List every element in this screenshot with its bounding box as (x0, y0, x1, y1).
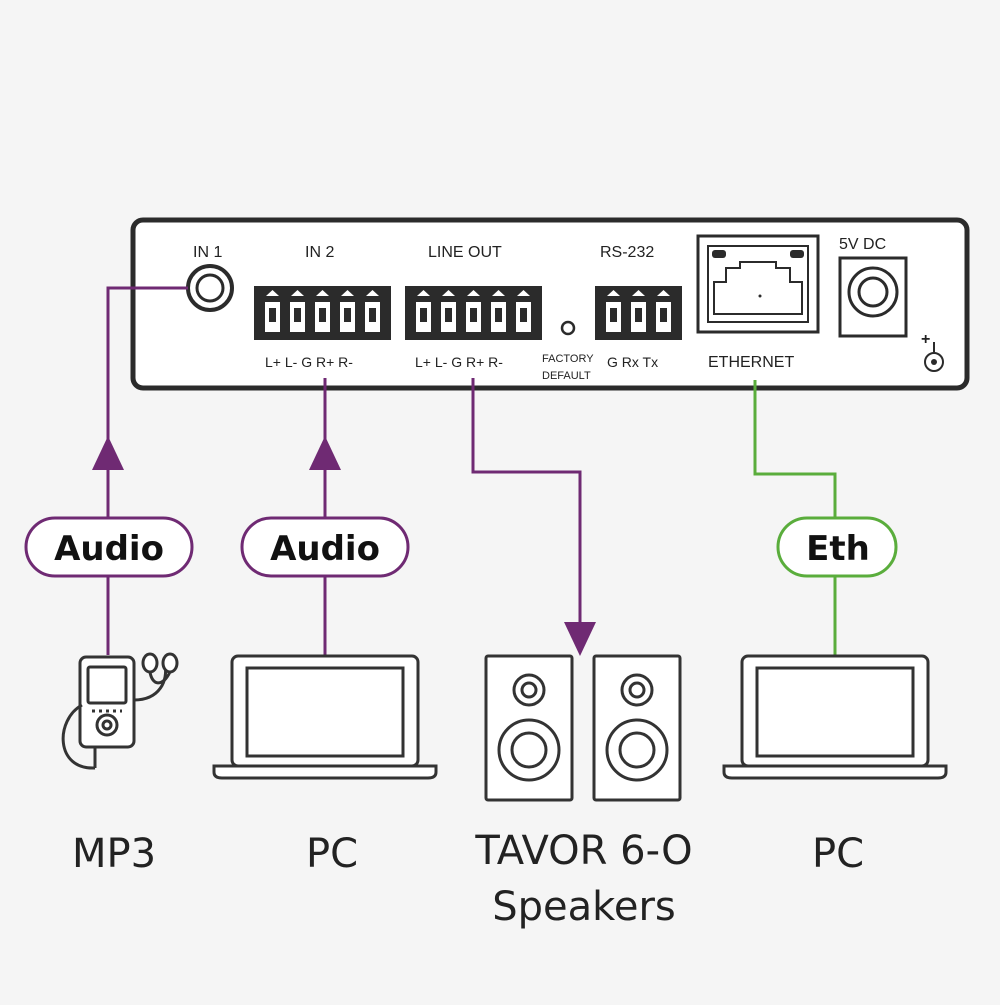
in2-label: IN 2 (305, 244, 334, 261)
speaker-left-icon (484, 654, 574, 802)
rear-panel: IN 1 IN 2 L+ L- G R+ R- LINE OUT L+ L- G… (130, 217, 970, 391)
audio-line-speakers (471, 378, 596, 656)
speakers-label-line2: Speakers (492, 884, 676, 930)
mp3-player-icon (61, 652, 179, 770)
factory-default-label-1: FACTORY (542, 353, 594, 365)
ethernet-label: ETHERNET (708, 354, 794, 371)
laptop-audio-icon (212, 654, 438, 780)
line-out-terminal-block (405, 286, 542, 340)
speaker-right-icon (592, 654, 682, 802)
audio-pill-pc: Audio (240, 516, 410, 578)
arrow-up-icon (309, 436, 341, 470)
pc-eth-label: PC (812, 831, 864, 877)
polarity-symbol-icon (924, 342, 944, 372)
rs232-pin-labels: G Rx Tx (607, 354, 658, 370)
rs232-label: RS-232 (600, 244, 654, 261)
factory-default-label-2: DEFAULT (542, 370, 591, 382)
line-out-pin-labels: L+ L- G R+ R- (415, 354, 503, 370)
svg-text:Audio: Audio (270, 529, 380, 569)
in2-terminal-block (254, 286, 391, 340)
eth-pill: Eth (776, 516, 898, 578)
in1-label: IN 1 (193, 244, 222, 261)
arrow-up-icon (92, 436, 124, 470)
in2-pin-labels: L+ L- G R+ R- (265, 354, 353, 370)
ethernet-port (696, 234, 820, 334)
audio-pill-mp3: Audio (24, 516, 194, 578)
power-jack (838, 256, 908, 338)
speakers-label-line1: TAVOR 6-O (474, 828, 692, 874)
svg-text:Audio: Audio (54, 529, 164, 569)
mp3-label: MP3 (72, 831, 156, 877)
polarity-plus: + (921, 331, 930, 348)
factory-default-button[interactable] (560, 320, 576, 336)
svg-text:Eth: Eth (806, 529, 870, 569)
power-label: 5V DC (839, 236, 886, 253)
line-out-label: LINE OUT (428, 244, 502, 261)
arrow-down-icon (564, 622, 596, 656)
laptop-ethernet-icon (722, 654, 948, 780)
rs232-terminal-block (595, 286, 682, 340)
pc-audio-label: PC (306, 831, 358, 877)
